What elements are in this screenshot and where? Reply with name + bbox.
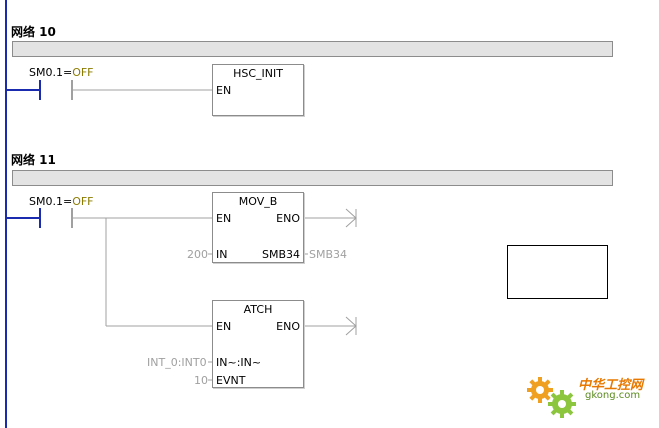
mov-b-in-operand[interactable]: 200	[187, 248, 208, 261]
network-11-contact-label[interactable]: SM0.1=OFF	[29, 195, 94, 208]
pin-evnt: EVNT	[216, 374, 246, 387]
watermark-site-url: gkong.com	[585, 390, 641, 401]
network-10-title: 网络 10	[11, 25, 56, 39]
atch-evnt-operand[interactable]: 10	[194, 374, 208, 387]
network-10-contact[interactable]	[40, 80, 74, 100]
contact-state: OFF	[72, 195, 94, 208]
contact-separator: =	[62, 195, 73, 208]
network-10-contact-label[interactable]: SM0.1=OFF	[29, 66, 94, 79]
mov-b-out-operand[interactable]: SMB34	[309, 248, 348, 261]
network-11-contact[interactable]	[40, 208, 74, 228]
hsc-init-box[interactable]: HSC_INIT EN	[212, 64, 304, 116]
pin-eno: ENO	[276, 320, 300, 333]
watermark-site-name: 中华工控网	[578, 378, 644, 393]
pin-int: IN~:IN~	[216, 356, 262, 369]
empty-frame	[507, 245, 608, 299]
atch-box[interactable]: ATCH EN ENO IN~:IN~ EVNT	[212, 300, 304, 388]
network-10-comment-bar[interactable]	[12, 41, 613, 57]
network-11-title: 网络 11	[11, 153, 56, 167]
box-title: ATCH	[243, 303, 273, 316]
contact-address: SM0.1	[29, 195, 63, 208]
pin-out: SMB34	[261, 248, 300, 261]
box-title: HSC_INIT	[233, 67, 283, 80]
pin-en: EN	[216, 84, 232, 97]
contact-separator: =	[62, 66, 73, 79]
contact-state: OFF	[72, 66, 94, 79]
box-title: MOV_B	[238, 195, 278, 208]
atch-int-operand[interactable]: INT_0:INT0	[147, 356, 207, 369]
pin-en: EN	[216, 212, 232, 225]
pin-en: EN	[216, 320, 232, 333]
pin-eno: ENO	[276, 212, 300, 225]
gear-logo-icon	[527, 377, 576, 418]
contact-address: SM0.1	[29, 66, 63, 79]
network-11-comment-bar[interactable]	[12, 170, 613, 186]
mov-b-box[interactable]: MOV_B EN ENO IN SMB34	[212, 192, 304, 263]
pin-in: IN	[216, 248, 228, 261]
power-rail	[5, 0, 7, 428]
